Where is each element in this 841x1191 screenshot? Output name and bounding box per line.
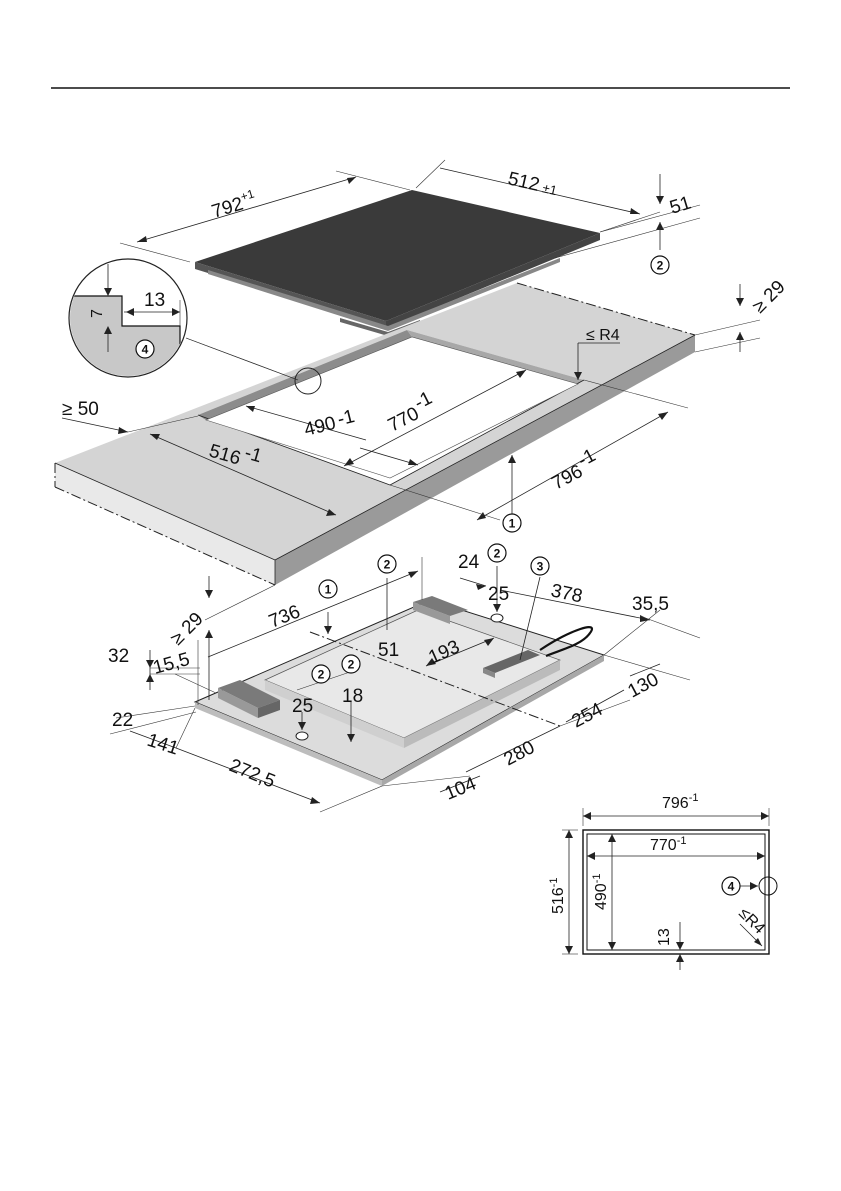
underside-18-label: 18 <box>342 686 363 707</box>
callout-2-underside-a: 2 <box>378 555 396 573</box>
callout-2-underside-d: 2 <box>342 655 360 673</box>
underside-25b-label: 25 <box>488 584 509 605</box>
underside-22-label: 22 <box>112 710 133 731</box>
svg-text:2: 2 <box>348 658 355 672</box>
callout-3-underside: 3 <box>531 557 549 575</box>
svg-text:1: 1 <box>325 583 332 597</box>
hob-width-label: 792+1 <box>208 186 259 222</box>
hob-depth-label: 512±1 <box>506 168 560 200</box>
underside-24-label: 24 <box>458 552 480 573</box>
underside-15-5-label: 15,5 <box>151 649 192 679</box>
underside-25a-label: 25 <box>292 696 313 717</box>
underside-280-label: 280 <box>500 737 538 770</box>
underside-141-label: 141 <box>144 730 181 760</box>
underside-thickness-label: ≥ 29 <box>167 609 208 650</box>
svg-text:2: 2 <box>494 547 501 561</box>
plan-outer-width-label: 796-1 <box>662 792 698 812</box>
callout-4-plan: 4 <box>722 877 740 895</box>
callout-1-worktop: 1 <box>503 514 521 532</box>
callout-2-underside-c: 2 <box>312 665 330 683</box>
worktop-thickness-label: ≥ 29 <box>749 277 790 318</box>
callout-1-underside: 1 <box>319 580 337 598</box>
svg-text:4: 4 <box>728 880 735 894</box>
plan-outer-depth-label: 516-1 <box>548 878 567 914</box>
underside-378-label: 378 <box>549 580 584 607</box>
underside-32-label: 32 <box>108 646 129 667</box>
underside-736-label: 736 <box>266 601 303 632</box>
svg-text:2: 2 <box>657 259 664 273</box>
svg-text:1: 1 <box>509 517 516 531</box>
underside-35-5-label: 35,5 <box>632 594 669 615</box>
hob-underside <box>195 596 604 786</box>
callout-2-hob: 2 <box>651 256 669 274</box>
underside-254-label: 254 <box>568 699 606 733</box>
hob-height-label: 51 <box>667 193 693 219</box>
plan-step-label: 13 <box>656 928 673 946</box>
underside-130-label: 130 <box>624 669 662 702</box>
svg-text:4: 4 <box>142 343 149 357</box>
cutout-depth-min-label: ≥ 50 <box>62 399 99 420</box>
underside-104-label: 104 <box>442 773 480 805</box>
svg-text:3: 3 <box>537 560 544 574</box>
cutout-outer-width-label: 796-1 <box>545 445 603 494</box>
svg-text:2: 2 <box>384 558 391 572</box>
detail-step-height-label: 7 <box>89 309 106 318</box>
callout-4-detail: 4 <box>136 340 154 358</box>
cutout-radius-label: ≤ R4 <box>586 327 620 344</box>
detail-step-width-label: 13 <box>144 290 165 311</box>
svg-text:2: 2 <box>318 668 325 682</box>
underside-51-label: 51 <box>378 640 399 661</box>
underside-272-5-label: 272,5 <box>226 755 278 792</box>
callout-2-underside-b: 2 <box>488 544 506 562</box>
